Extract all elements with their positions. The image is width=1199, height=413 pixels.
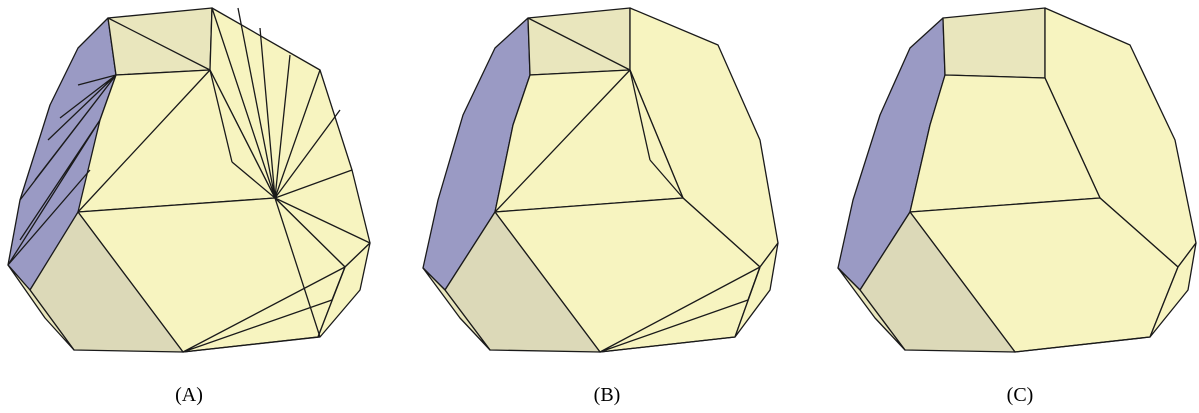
face bbox=[422, 267, 491, 351]
face bbox=[599, 242, 779, 353]
face bbox=[527, 7, 631, 76]
face bbox=[837, 267, 906, 351]
polyhedron-b: (B) bbox=[422, 7, 779, 406]
face bbox=[942, 7, 1046, 79]
edges bbox=[494, 17, 761, 353]
face bbox=[107, 7, 213, 76]
edges bbox=[7, 7, 371, 353]
caption-a: (A) bbox=[175, 384, 203, 406]
face bbox=[7, 264, 75, 351]
caption-c: (C) bbox=[1007, 384, 1034, 406]
polyhedron-a: (A) bbox=[7, 7, 371, 406]
face bbox=[1014, 242, 1197, 353]
polyhedron-c: (C) bbox=[837, 7, 1197, 406]
caption-b: (B) bbox=[594, 384, 621, 406]
